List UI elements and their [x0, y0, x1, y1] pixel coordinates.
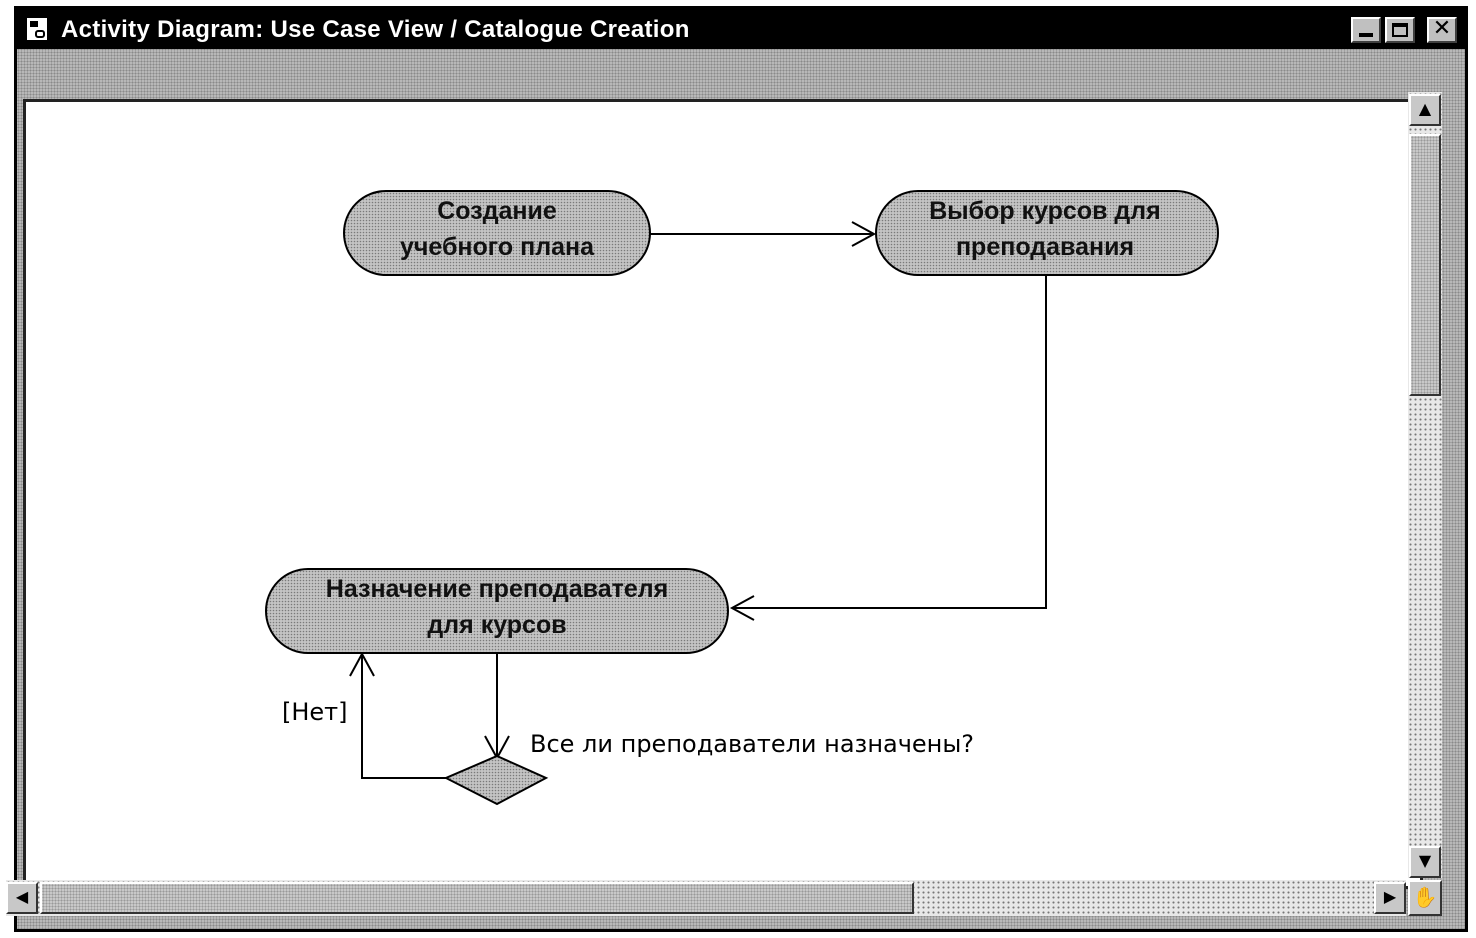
- activity-label-line1: Выбор курсов для: [929, 197, 1161, 225]
- arrow-right-icon: ▶: [1383, 887, 1397, 906]
- scroll-down-button[interactable]: ▼: [1409, 846, 1441, 878]
- minimize-icon: [1359, 33, 1373, 37]
- vertical-scroll-thumb[interactable]: [1409, 134, 1441, 396]
- transition-create-to-select[interactable]: [634, 221, 877, 247]
- transition-assign-to-decision[interactable]: [484, 652, 510, 761]
- minimize-button[interactable]: [1351, 17, 1381, 43]
- activity-label-line2: преподавания: [956, 233, 1134, 261]
- close-button[interactable]: ✕: [1427, 17, 1457, 43]
- horizontal-scroll-thumb[interactable]: [40, 882, 914, 914]
- diagram-window: Activity Diagram: Use Case View / Catalo…: [14, 6, 1468, 932]
- hand-pan-icon[interactable]: ✋: [1408, 880, 1442, 916]
- activity-label-line2: для курсов: [427, 611, 566, 639]
- activity-create-plan[interactable]: Создание учебного плана: [343, 190, 651, 276]
- guard-label-no: [Нет]: [282, 698, 348, 726]
- activity-select-courses[interactable]: Выбор курсов для преподавания: [875, 190, 1219, 276]
- decision-label: Все ли преподаватели назначены?: [530, 730, 974, 758]
- arrow-up-icon: ▲: [1418, 99, 1432, 118]
- activity-assign-teacher[interactable]: Назначение преподавателя для курсов: [265, 568, 729, 654]
- close-icon: ✕: [1432, 16, 1452, 41]
- maximize-button[interactable]: [1385, 17, 1415, 43]
- toolbar-area: [17, 49, 1465, 99]
- horizontal-scrollbar[interactable]: ◀ ▶: [6, 880, 1406, 916]
- activity-label-line1: Создание: [437, 197, 557, 225]
- decision-node[interactable]: [443, 754, 549, 806]
- scroll-right-button[interactable]: ▶: [1374, 882, 1406, 914]
- activity-diagram[interactable]: Создание учебного плана Выбор курсов для…: [26, 102, 1420, 886]
- vertical-scrollbar[interactable]: ▲ ▼: [1408, 92, 1442, 878]
- scroll-left-button[interactable]: ◀: [6, 882, 38, 914]
- transition-decision-loop-no[interactable]: [349, 651, 446, 779]
- transition-select-to-assign[interactable]: [729, 274, 1047, 621]
- diagram-canvas[interactable]: Создание учебного плана Выбор курсов для…: [23, 99, 1423, 889]
- activity-label-line2: учебного плана: [400, 233, 595, 261]
- activity-label-line1: Назначение преподавателя: [326, 575, 668, 603]
- maximize-icon: [1392, 23, 1408, 37]
- arrow-left-icon: ◀: [15, 887, 29, 906]
- arrow-down-icon: ▼: [1418, 851, 1432, 870]
- title-bar[interactable]: Activity Diagram: Use Case View / Catalo…: [17, 9, 1465, 49]
- activity-diagram-icon[interactable]: [25, 16, 49, 42]
- scroll-up-button[interactable]: ▲: [1409, 94, 1441, 126]
- window-title: Activity Diagram: Use Case View / Catalo…: [61, 16, 690, 43]
